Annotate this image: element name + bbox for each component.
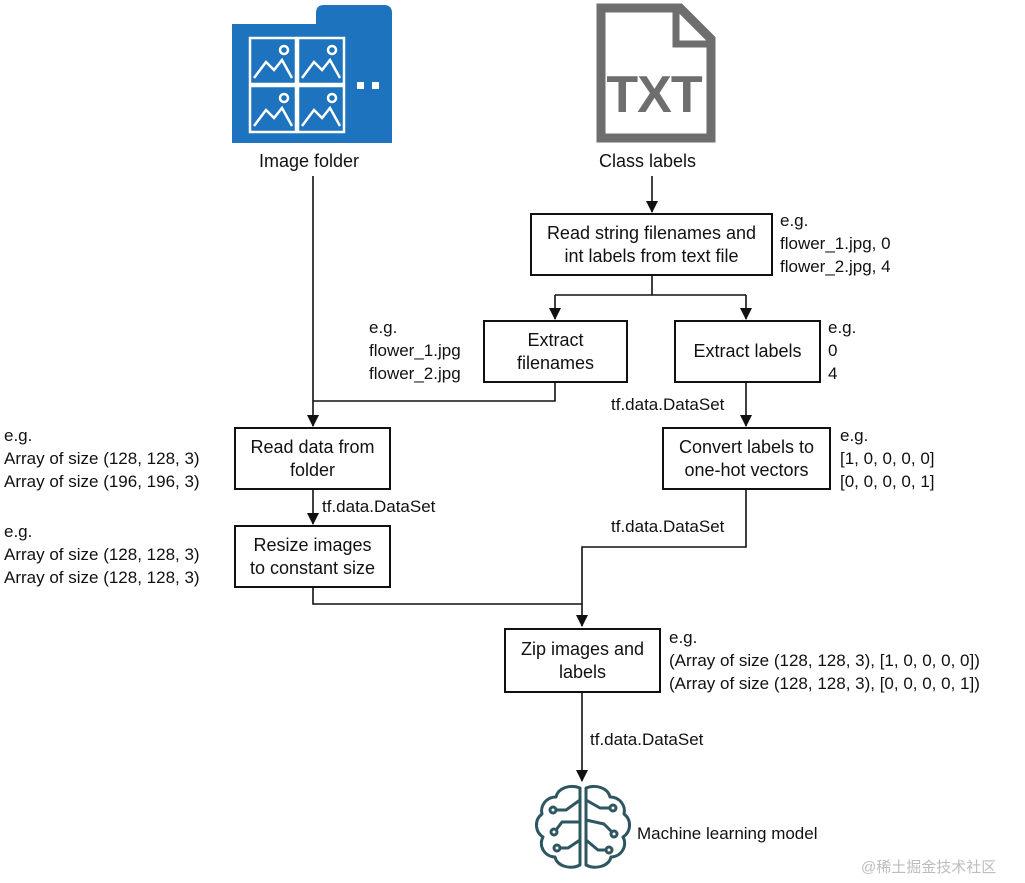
zip-line2: labels — [558, 661, 606, 682]
edge-label-convert-to-zip: tf.data.DataSet — [611, 517, 725, 536]
read-text-line1: Read string filenames and — [546, 222, 757, 243]
txt-file-icon: TXT — [596, 3, 716, 143]
extract-filenames-line2: filenames — [516, 352, 595, 373]
extract-labels-line1: Extract labels — [693, 341, 802, 361]
zip-line1: Zip images and — [520, 638, 645, 659]
read-data-line1: Read data from — [250, 436, 375, 457]
edge-resize-to-zip — [312, 588, 582, 605]
class-labels-label: Class labels — [599, 151, 697, 171]
resize-images-line1: Resize images — [253, 534, 372, 555]
txt-icon-text: TXT — [606, 66, 702, 124]
image-folder-label: Image folder — [259, 151, 360, 171]
read-text-line2: int labels from text file — [564, 245, 739, 266]
extract-labels-box: Extract labels — [674, 320, 821, 383]
edge-convert-to-zip — [576, 490, 747, 627]
resize-images-line2: to constant size — [249, 557, 376, 578]
zip-example: e.g.(Array of size (128, 128, 3), [1, 0,… — [669, 628, 980, 693]
watermark: @稀土掘金技术社区 — [861, 859, 997, 876]
edge-label-zip-to-model: tf.data.DataSet — [590, 730, 704, 749]
edge-filenames-to-read-data — [313, 383, 556, 402]
resize-images-example: e.g.Array of size (128, 128, 3)Array of … — [4, 522, 200, 587]
read-data-example: e.g.Array of size (128, 128, 3)Array of … — [4, 426, 200, 491]
image-folder-icon — [232, 5, 392, 143]
edge-read-text-split — [555, 276, 746, 296]
convert-labels-line2: one-hot vectors — [684, 459, 809, 480]
convert-labels-example: e.g.[1, 0, 0, 0, 0][0, 0, 0, 0, 1] — [840, 426, 935, 491]
brain-icon — [535, 784, 631, 869]
connectors — [307, 176, 752, 782]
convert-labels-line1: Convert labels to — [678, 436, 815, 457]
edge-label-read-to-resize: tf.data.DataSet — [322, 497, 436, 516]
machine-learning-model-label: Machine learning model — [637, 824, 818, 843]
read-data-line2: folder — [289, 459, 335, 480]
edge-label-labels-to-convert: tf.data.DataSet — [611, 395, 725, 414]
extract-filenames-line1: Extract — [527, 329, 584, 350]
